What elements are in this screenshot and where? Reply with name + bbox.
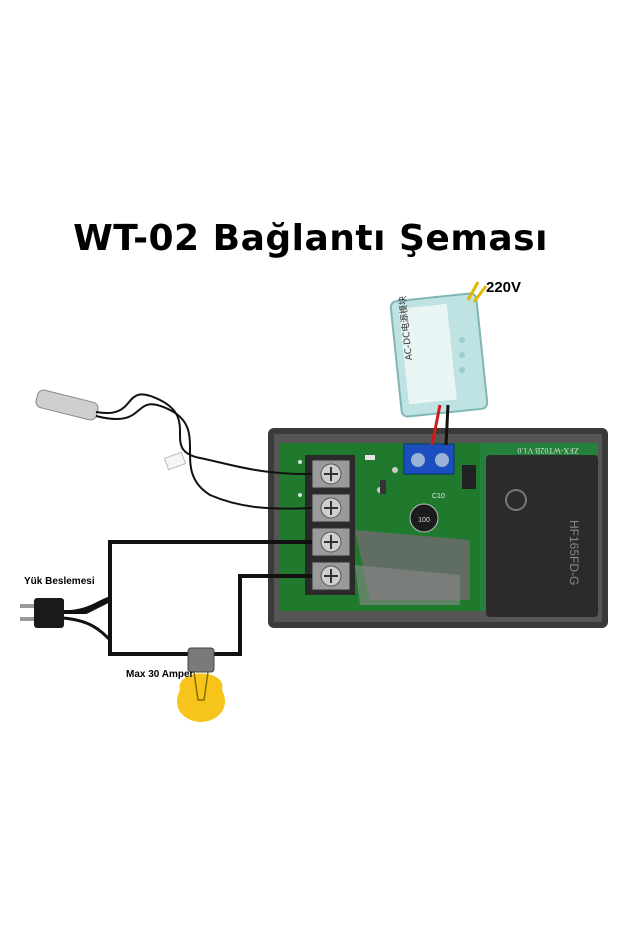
max-load-label: Max 30 Amper (126, 669, 194, 680)
relay: HF165FD-G (486, 455, 598, 617)
ac-wire-2 (472, 285, 488, 303)
terminal-block (305, 455, 355, 595)
capacitor: 100 C10 (409, 493, 445, 533)
black-wire (444, 404, 450, 446)
power-input-label: 220V (486, 279, 522, 296)
power-plug (20, 596, 112, 642)
red-wire (430, 404, 442, 446)
terminal-2 (311, 493, 351, 523)
terminal-1 (311, 459, 351, 489)
temperature-probe (35, 389, 313, 510)
acdc-module: AC-DC电源模块 (389, 292, 489, 418)
terminal-4 (311, 561, 351, 591)
load-supply-label: Yük Beslemesi (24, 576, 95, 587)
capacitor-label: C10 (432, 493, 445, 500)
svg-text:100: 100 (418, 517, 430, 524)
relay-model-text: HF165FD-G (567, 520, 581, 585)
board-model-text: ZFX-WT02B V1.0 (517, 446, 578, 455)
light-bulb (176, 647, 226, 722)
ac-wire-1 (466, 281, 480, 301)
terminal-3 (311, 527, 351, 557)
diagram-title: WT-02 Bağlantı Şeması (73, 218, 548, 259)
power-terminal (403, 443, 455, 475)
